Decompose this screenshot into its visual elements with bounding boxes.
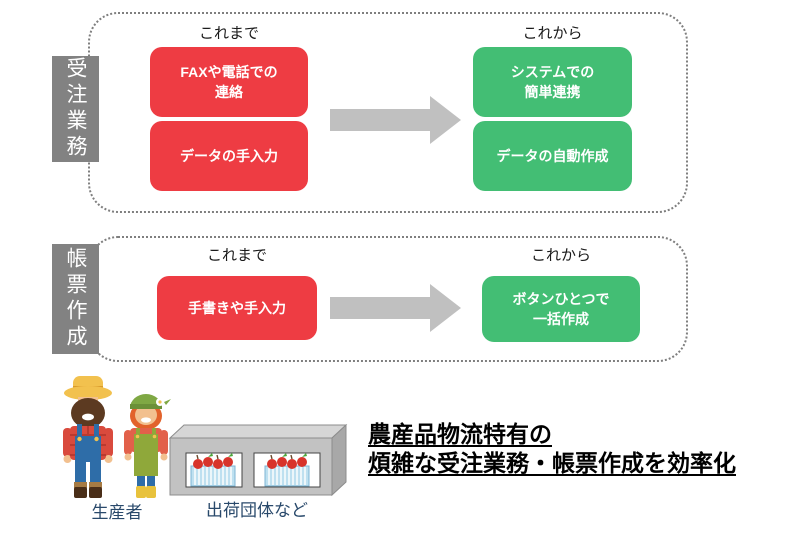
order-section-side-label-text: 受注業務 bbox=[64, 57, 87, 161]
right-arrow-icon bbox=[330, 96, 461, 144]
box-text-line: データの自動作成 bbox=[496, 147, 609, 164]
producer-label: 生産者 bbox=[91, 503, 143, 522]
order-after-box-auto-create: データの自動作成 bbox=[473, 121, 632, 191]
box-text-line: 連絡 bbox=[215, 84, 243, 100]
order-after-box-system-link: システムでの 簡単連携 bbox=[473, 47, 632, 117]
order-after-heading: これから bbox=[522, 25, 583, 42]
farmer-couple-icon bbox=[63, 376, 171, 498]
order-section-side-label: 受注業務 bbox=[52, 56, 99, 162]
forms-section-side-label-text: 帳票作成 bbox=[64, 247, 87, 351]
headline-line-2: 煩雑な受注業務・帳票作成を効率化 bbox=[368, 450, 736, 476]
headline: 農産品物流特有の 煩雑な受注業務・帳票作成を効率化 bbox=[368, 420, 788, 478]
order-before-box-manual-entry: データの手入力 bbox=[150, 121, 308, 191]
box-text-line: データの手入力 bbox=[180, 147, 278, 164]
forms-before-box-handwriting: 手書きや手入力 bbox=[157, 276, 317, 340]
order-before-heading: これまで bbox=[198, 25, 259, 42]
forms-section-side-label: 帳票作成 bbox=[52, 244, 99, 354]
forms-after-box-one-button: ボタンひとつで 一括作成 bbox=[482, 276, 640, 342]
box-text-line: 簡単連携 bbox=[524, 84, 581, 100]
box-text-line: 手書きや手入力 bbox=[188, 299, 286, 316]
headline-line-1: 農産品物流特有の bbox=[368, 421, 552, 447]
order-before-box-fax-phone: FAXや電話での 連絡 bbox=[150, 47, 308, 117]
right-arrow-icon bbox=[330, 284, 461, 332]
warehouse-icon bbox=[168, 423, 348, 497]
box-text-line: 一括作成 bbox=[533, 311, 589, 327]
box-text-line: FAXや電話での bbox=[180, 63, 278, 80]
forms-before-heading: これまで bbox=[206, 247, 267, 264]
forms-after-heading: これから bbox=[530, 247, 591, 264]
box-text-line: ボタンひとつで bbox=[512, 290, 610, 307]
shipper-label: 出荷団体など bbox=[206, 501, 308, 520]
box-text-line: システムでの bbox=[510, 63, 595, 80]
